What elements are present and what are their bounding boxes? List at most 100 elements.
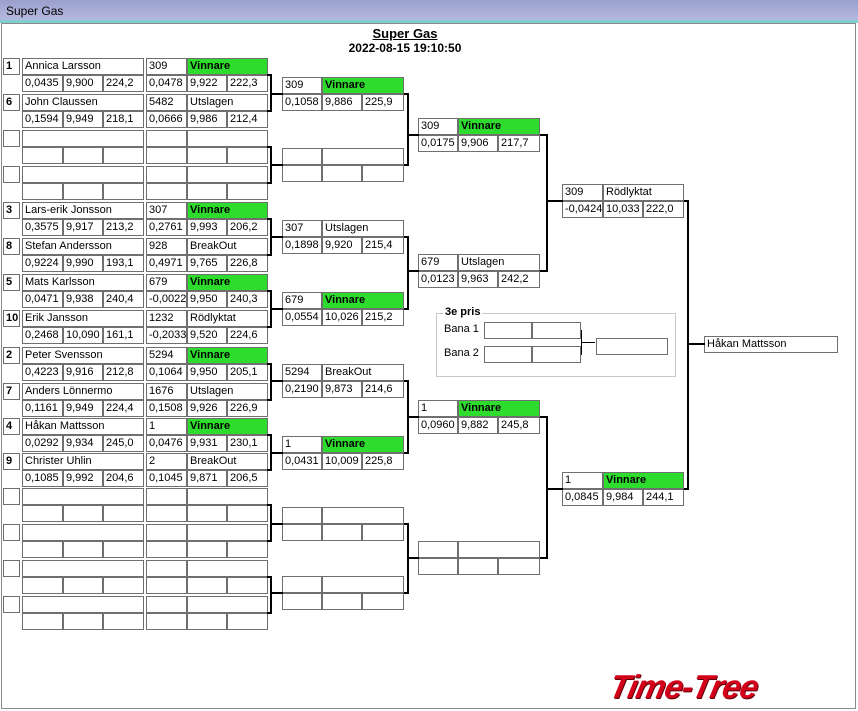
round4-car-number: 679 xyxy=(418,254,458,271)
bracket-connector xyxy=(267,218,272,220)
elapsed-time: 9,950 xyxy=(187,291,227,308)
round2-status: Vinnare xyxy=(187,58,268,75)
bracket-connector xyxy=(267,74,272,76)
speed xyxy=(227,577,268,594)
elapsed-time: 9,871 xyxy=(187,470,227,487)
round3-car-number xyxy=(282,148,322,165)
elapsed-time: 10,033 xyxy=(603,201,643,218)
speed: 215,2 xyxy=(362,309,404,326)
elapsed-time: 9,984 xyxy=(603,489,643,506)
reaction-time xyxy=(22,505,63,522)
elapsed-time: 9,916 xyxy=(63,364,103,381)
speed: 214,6 xyxy=(362,381,404,398)
round3-car-number xyxy=(282,507,322,524)
reaction-time: 0,1161 xyxy=(22,400,63,417)
speed: 224,2 xyxy=(103,75,144,92)
bracket-connector xyxy=(267,254,272,256)
reaction-time xyxy=(146,577,187,594)
elapsed-time xyxy=(63,577,103,594)
round2-status xyxy=(187,166,268,183)
speed: 226,9 xyxy=(227,400,268,417)
round2-status: Utslagen xyxy=(187,94,268,111)
bracket-connector xyxy=(407,94,409,166)
bracket-connector xyxy=(271,452,283,454)
bracket-connector xyxy=(404,592,409,594)
round2-status: Vinnare xyxy=(187,347,268,364)
round2-car-number: 1232 xyxy=(146,310,187,327)
speed: 245,8 xyxy=(498,417,540,434)
round3-car-number xyxy=(282,576,322,593)
driver-name: Lars-erik Jonsson xyxy=(22,202,144,219)
elapsed-time: 9,917 xyxy=(63,219,103,236)
round2-status xyxy=(187,560,268,577)
bracket-connector xyxy=(408,416,419,418)
seed-number xyxy=(3,130,20,147)
bracket-connector xyxy=(271,380,283,382)
seed-number: 8 xyxy=(3,238,20,255)
round2-status: Vinnare xyxy=(187,274,268,291)
lane-1-input[interactable] xyxy=(484,322,532,339)
elapsed-time: 9,520 xyxy=(187,327,227,344)
elapsed-time xyxy=(322,165,362,182)
bracket-connector xyxy=(540,134,548,136)
speed xyxy=(103,613,144,630)
speed: 224,4 xyxy=(103,400,144,417)
reaction-time xyxy=(22,613,63,630)
window-frame xyxy=(1,23,856,709)
reaction-time: 0,1045 xyxy=(146,470,187,487)
bracket-connector xyxy=(267,110,272,112)
speed: 230,1 xyxy=(227,435,268,452)
reaction-time xyxy=(146,147,187,164)
reaction-time: 0,0175 xyxy=(418,135,458,152)
bracket-connector xyxy=(267,612,272,614)
speed xyxy=(227,147,268,164)
speed xyxy=(498,558,540,575)
round2-status: Utslagen xyxy=(187,383,268,400)
window-titlebar[interactable]: Super Gas xyxy=(0,0,858,23)
speed xyxy=(103,541,144,558)
speed: 217,7 xyxy=(498,135,540,152)
elapsed-time: 10,009 xyxy=(322,453,362,470)
bracket-connector xyxy=(267,576,272,578)
lane-1-label: Bana 1 xyxy=(444,323,479,335)
round3-status: Utslagen xyxy=(322,220,404,237)
elapsed-time: 9,938 xyxy=(63,291,103,308)
seed-number: 9 xyxy=(3,453,20,470)
titlebar-accent xyxy=(0,20,858,23)
reaction-time: 0,1064 xyxy=(146,364,187,381)
reaction-time: 0,4971 xyxy=(146,255,187,272)
driver-name: Christer Uhlin xyxy=(22,453,144,470)
reaction-time xyxy=(418,558,458,575)
round2-car-number: 5482 xyxy=(146,94,187,111)
reaction-time: 0,0666 xyxy=(146,111,187,128)
reaction-time: -0,0022 xyxy=(146,291,187,308)
driver-name xyxy=(22,560,144,577)
elapsed-time: 9,949 xyxy=(63,111,103,128)
speed xyxy=(103,505,144,522)
bracket-connector xyxy=(404,308,409,310)
round4-car-number xyxy=(418,541,458,558)
speed xyxy=(227,541,268,558)
driver-name: Mats Karlsson xyxy=(22,274,144,291)
speed xyxy=(103,577,144,594)
speed: 212,4 xyxy=(227,111,268,128)
speed xyxy=(362,593,404,610)
third-place-legend: 3e pris xyxy=(443,306,483,318)
time-tree-logo: Time-Tree xyxy=(606,668,762,705)
speed: 224,6 xyxy=(227,327,268,344)
reaction-time: 0,2468 xyxy=(22,327,63,344)
lane-2-input[interactable] xyxy=(484,346,532,363)
round2-car-number xyxy=(146,524,187,541)
driver-name xyxy=(22,524,144,541)
bracket-connector xyxy=(684,488,689,490)
seed-number xyxy=(3,596,20,613)
round2-car-number xyxy=(146,130,187,147)
elapsed-time xyxy=(187,613,227,630)
driver-name: Peter Svensson xyxy=(22,347,144,364)
bracket-connector xyxy=(271,308,283,310)
lane-2-status xyxy=(532,346,581,363)
round5-status: Rödlyktat xyxy=(603,184,684,201)
bracket-connector xyxy=(270,593,272,596)
elapsed-time: 9,765 xyxy=(187,255,227,272)
speed: 222,0 xyxy=(643,201,684,218)
